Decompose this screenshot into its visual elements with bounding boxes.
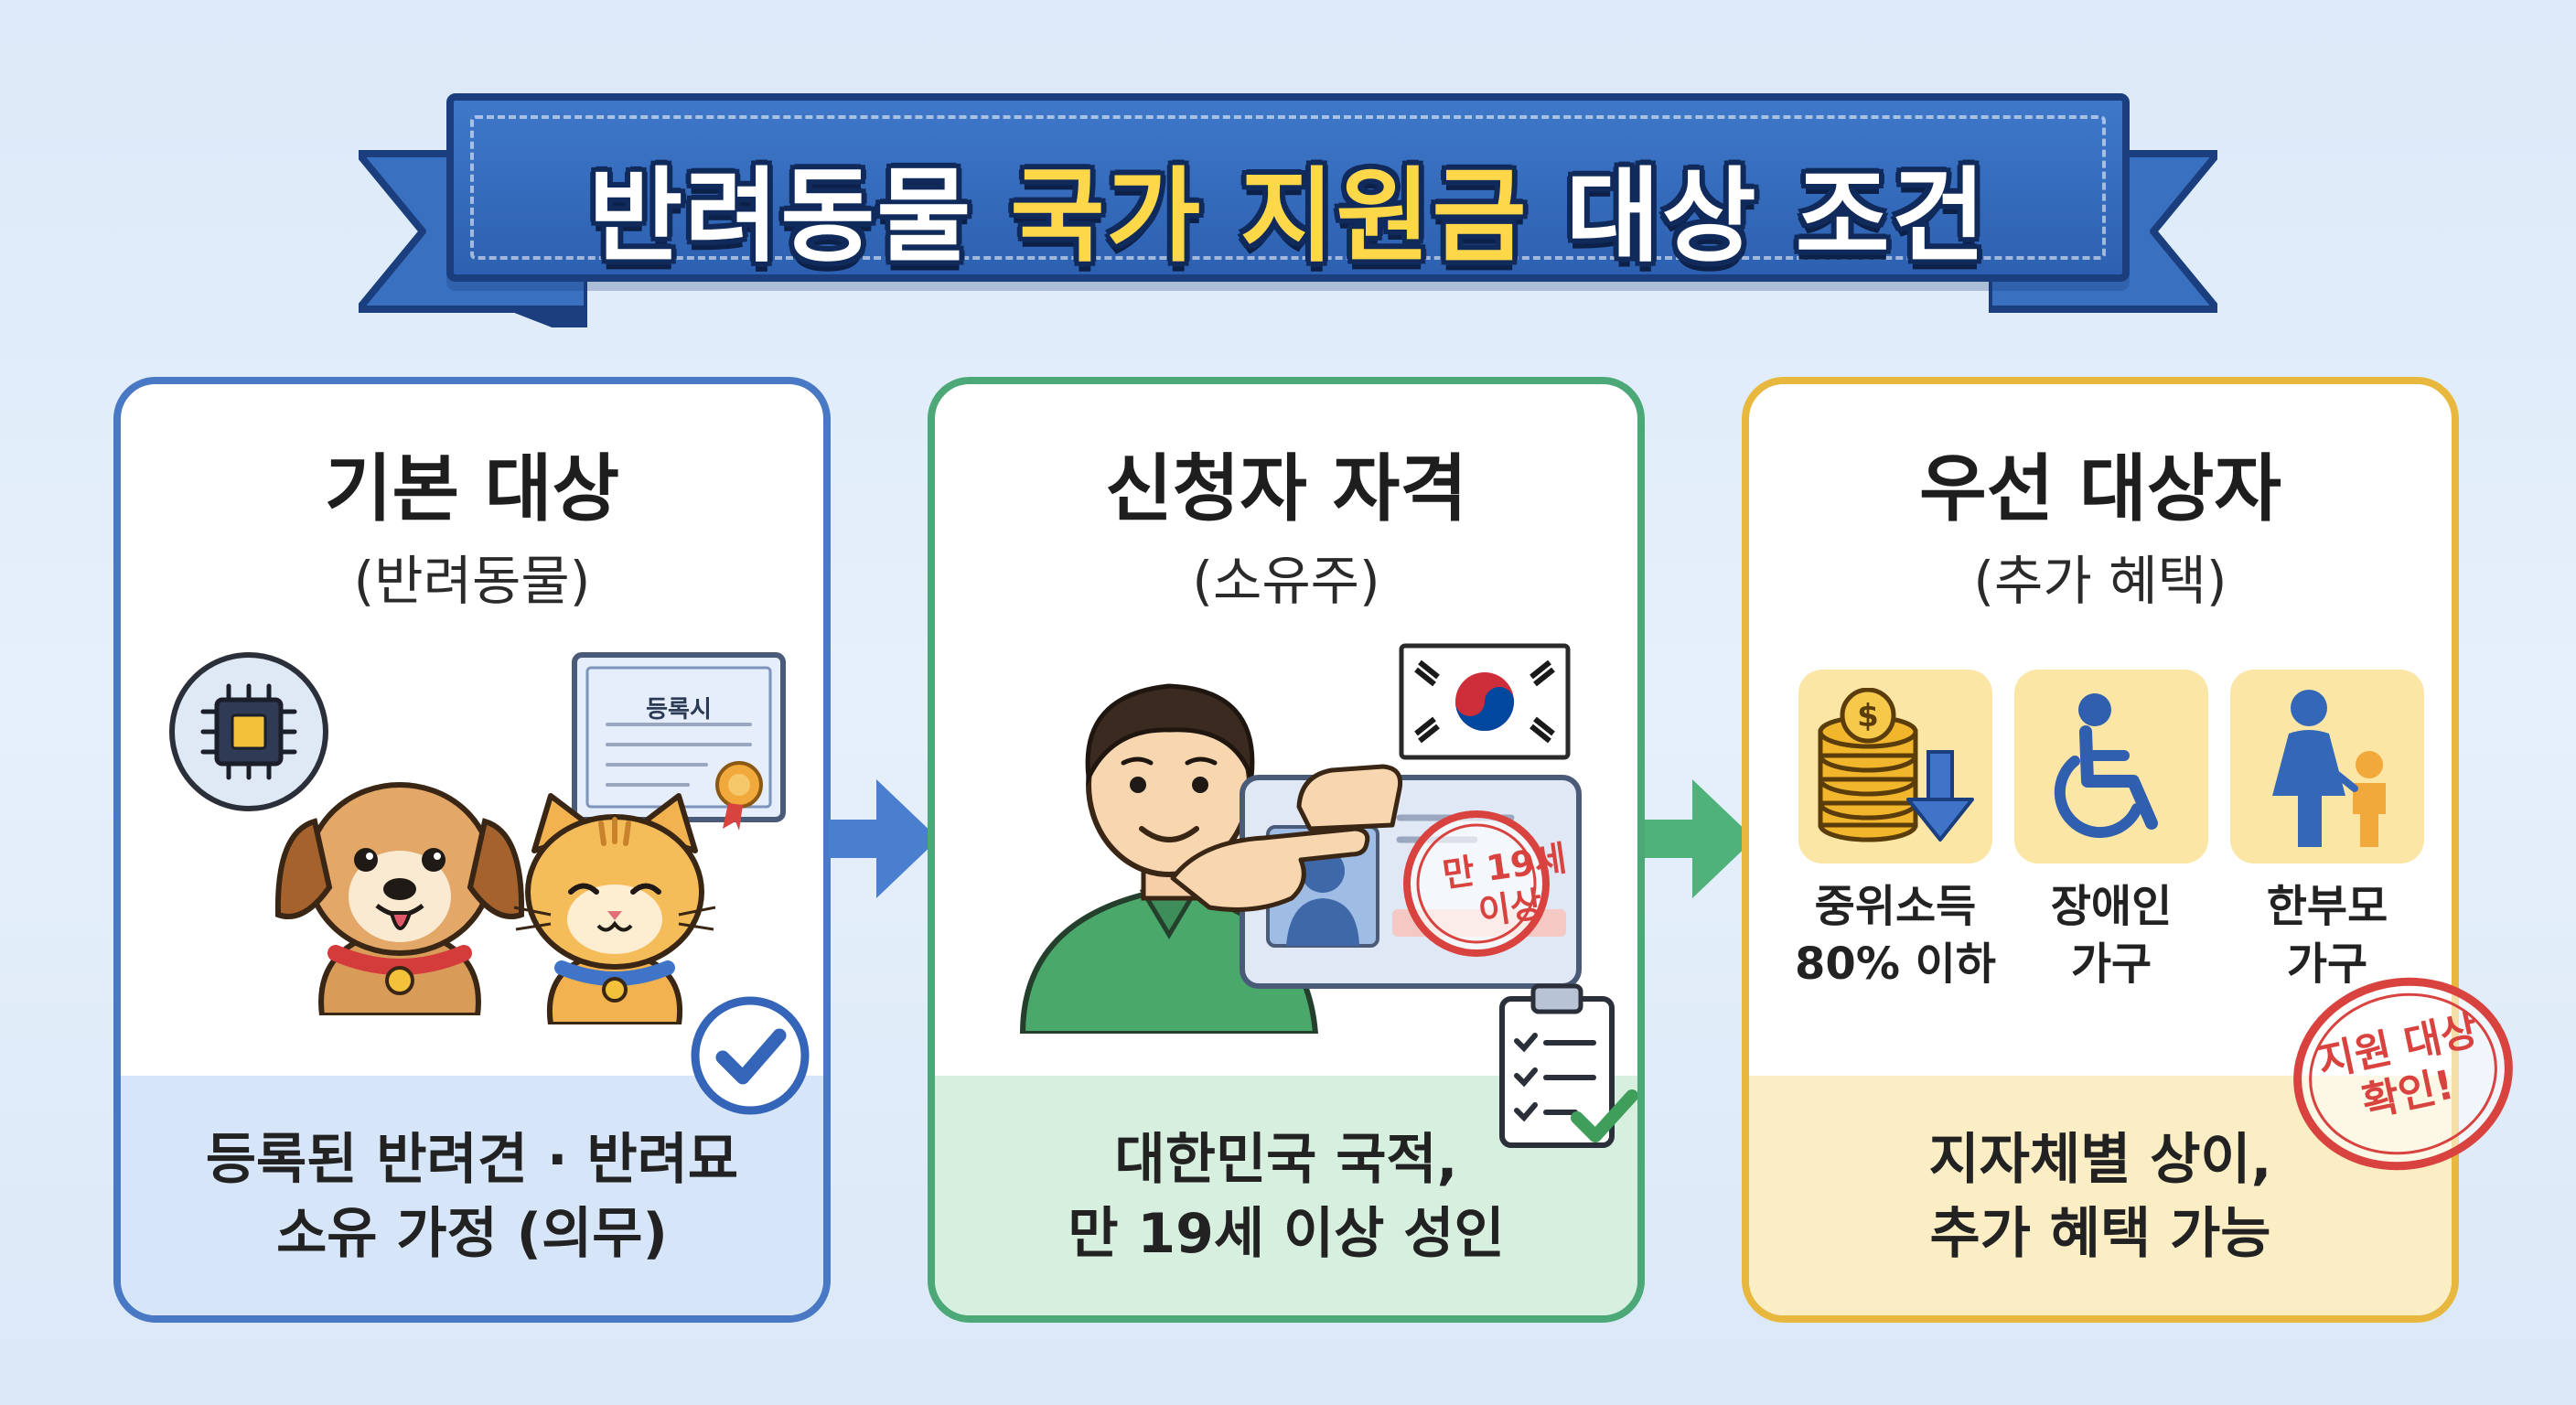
priority-tile-single-parent (2230, 670, 2424, 863)
card-priority-desc-line2: 추가 혜택 가능 (1929, 1202, 2271, 1266)
microchip-icon (169, 652, 328, 811)
card-applicant-desc-line1: 대한민국 국적, (1114, 1128, 1458, 1192)
priority-single-parent-line1: 한부모 (2266, 881, 2388, 932)
certificate-label: 등록시 (646, 696, 712, 724)
card-basic-target: 기본 대상 (반려동물) 등록시 (113, 377, 831, 1323)
wheelchair-icon (2054, 693, 2158, 839)
holding-hand-icon (1296, 764, 1403, 831)
card-basic-subtitle: (반려동물) (353, 550, 591, 612)
priority-label-single-parent: 한부모 가구 (2208, 878, 2446, 994)
card-priority-title: 우선 대상자 (1919, 446, 2281, 531)
arrow-right-icon (1645, 779, 1755, 898)
card-basic-desc-line2: 소유 가정 (의무) (276, 1202, 668, 1266)
card-priority-desc-line1: 지자체별 상이, (1928, 1128, 2272, 1192)
dog-icon (274, 782, 525, 1015)
pointing-hand-icon (1170, 826, 1370, 912)
card-basic-desc-line1: 등록된 반려견 · 반려묘 (205, 1128, 739, 1192)
korean-flag-icon (1399, 643, 1571, 760)
check-badge-icon (691, 996, 810, 1115)
title-banner: 반려동물 국가 지원금 대상 조건 (446, 93, 2130, 282)
priority-label-disability: 장애인 가구 (1992, 878, 2230, 994)
card-applicant-subtitle: (소유주) (1192, 550, 1380, 612)
card-priority-description: 지자체별 상이, 추가 혜택 가능 (1767, 1123, 2433, 1271)
card-applicant-desc-line2: 만 19세 이상 성인 (1068, 1202, 1505, 1266)
coins-down-icon: $ (1818, 688, 1974, 842)
priority-tile-income: $ (1798, 670, 1992, 863)
approval-stamp-icon (2293, 977, 2513, 1171)
title-part-1: 반려동물 (588, 157, 1011, 276)
arrow-right-icon (829, 779, 939, 898)
card-applicant-description: 대한민국 국적, 만 19세 이상 성인 (953, 1123, 1619, 1271)
card-applicant-title: 신청자 자격 (1105, 446, 1467, 531)
banner-stitching (470, 115, 2106, 260)
card-priority-subtitle: (추가 혜택) (1973, 550, 2227, 612)
card-applicant-qualification: 신청자 자격 (소유주) (928, 377, 1645, 1323)
priority-disability-line2: 가구 (2070, 938, 2152, 991)
certificate-icon (572, 652, 786, 831)
priority-label-income: 중위소득 80% 이하 (1776, 878, 2014, 994)
title-part-2: 대상 조건 (1528, 157, 1988, 276)
priority-income-line2: 80% 이하 (1795, 938, 1996, 991)
single-parent-icon (2272, 690, 2386, 847)
card-basic-footer (121, 1076, 823, 1315)
person-illustration (1019, 683, 1319, 1034)
priority-tile-disability (2014, 670, 2208, 863)
priority-income-line1: 중위소득 (1814, 881, 1977, 932)
priority-single-parent-line2: 가구 (2286, 938, 2368, 991)
cat-icon (513, 793, 716, 1024)
clipboard-checklist-icon (1499, 983, 1637, 1148)
title-highlight: 국가 지원금 (1010, 157, 1529, 276)
priority-disability-line1: 장애인 (2050, 881, 2173, 932)
page-title: 반려동물 국가 지원금 대상 조건 (454, 134, 2122, 282)
svg-text:$: $ (1857, 698, 1879, 735)
card-basic-title: 기본 대상 (324, 446, 620, 531)
card-basic-description: 등록된 반려견 · 반려묘 소유 가정 (의무) (139, 1123, 805, 1271)
card-priority-target: 우선 대상자 (추가 혜택) $ 중위소득 80% 이하 (1742, 377, 2459, 1323)
